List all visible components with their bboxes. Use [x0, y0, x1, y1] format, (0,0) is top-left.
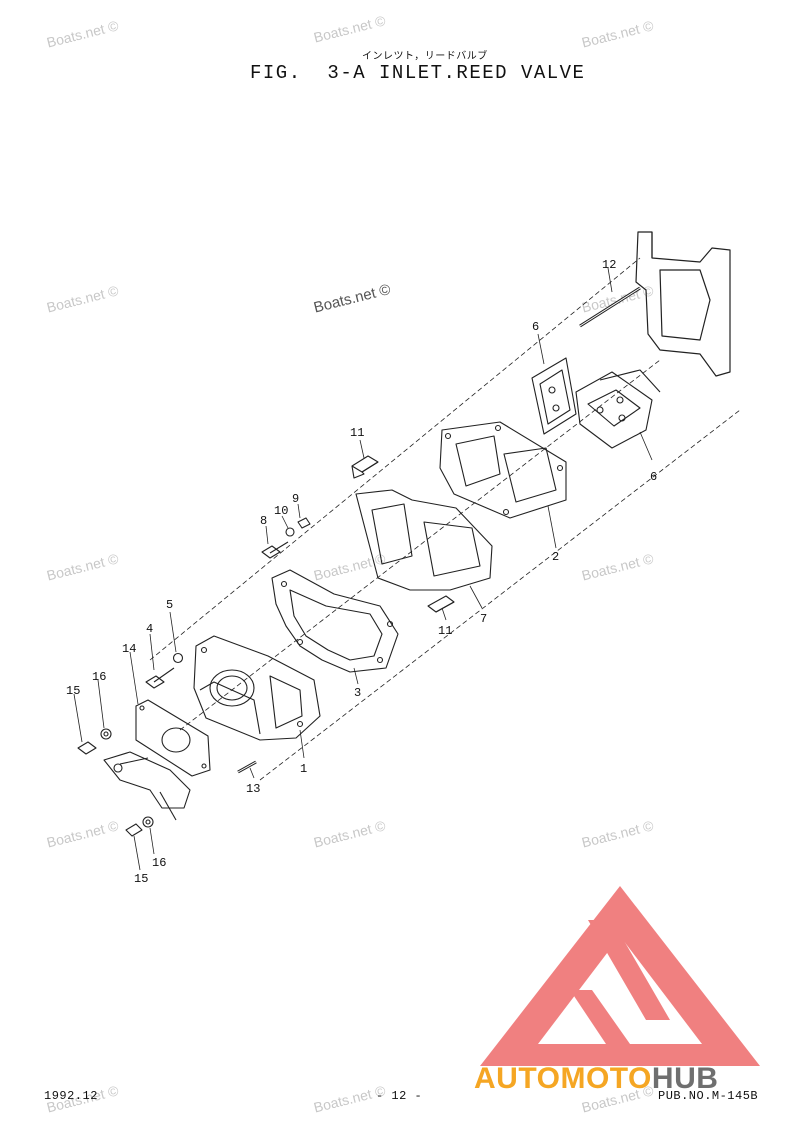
footer-publication-number: PUB.NO.M-145B: [658, 1089, 759, 1103]
assembly-centerline: [259, 409, 741, 781]
callout-13: 13: [246, 782, 260, 796]
callout-12: 12: [602, 258, 616, 272]
linkage-bracket: [103, 751, 191, 821]
callout-5: 5: [166, 598, 173, 612]
washer-part-16-upper: [100, 728, 112, 740]
bolt-part-11-upper: [351, 455, 379, 479]
engine-block-fragment: [635, 231, 731, 377]
callout-6-upper: 6: [532, 320, 539, 334]
callout-6-right: 6: [650, 470, 657, 484]
callout-2: 2: [552, 550, 559, 564]
figure-title: FIG. 3-A INLET.REED VALVE: [250, 62, 586, 84]
logo-text-hub: HUB: [651, 1062, 719, 1095]
assembly-centerline: [149, 257, 641, 661]
callout-1: 1: [300, 762, 307, 776]
callout-8: 8: [260, 514, 267, 528]
callout-16-lower: 16: [152, 856, 166, 870]
reed-valve-part-6-right: [575, 369, 661, 449]
logo-triangle-mark: [480, 886, 760, 1066]
callout-4: 4: [146, 622, 153, 636]
bolt-part-4: [145, 667, 175, 689]
callout-3: 3: [354, 686, 361, 700]
nut-part-15-lower: [125, 823, 143, 837]
washer-part-10: [285, 527, 295, 537]
footer-page-number: - 12 -: [376, 1089, 423, 1103]
logo-text-automoto: AUTOMOTO: [474, 1062, 652, 1095]
bolt-part-11-lower: [427, 595, 455, 613]
bolt-part-8: [261, 541, 289, 559]
callout-10: 10: [274, 504, 288, 518]
automotohub-logo: [480, 886, 760, 1066]
callout-16-upper: 16: [92, 670, 106, 684]
long-stud-part-12: [579, 286, 641, 328]
throttle-body-part-1: [193, 635, 321, 741]
callout-9: 9: [292, 492, 299, 506]
reed-valve-part-6-upper: [531, 357, 577, 435]
assembly-centerline: [179, 359, 661, 731]
callout-14: 14: [122, 642, 136, 656]
washer-part-16-lower: [142, 816, 154, 828]
gasket-part-3: [271, 569, 399, 673]
gasket-part-14: [135, 699, 211, 777]
nut-part-15-upper: [77, 741, 97, 755]
figure-subtitle-japanese: インレツト，リードバルブ: [362, 51, 488, 62]
callout-11-upper: 11: [350, 426, 364, 440]
callout-15-upper: 15: [66, 684, 80, 698]
footer-date: 1992.12: [44, 1089, 98, 1103]
callout-15-lower: 15: [134, 872, 148, 886]
nut-part-9: [297, 517, 311, 529]
automotohub-logo-text: AUTOMOTOHUB: [474, 1062, 718, 1096]
washer-part-5: [172, 652, 184, 664]
callout-11-lower: 11: [438, 624, 452, 638]
stud-part-13: [237, 760, 257, 774]
reed-gasket-part-2: [439, 421, 567, 519]
reed-plate-part-7: [355, 489, 493, 591]
callout-7: 7: [480, 612, 487, 626]
